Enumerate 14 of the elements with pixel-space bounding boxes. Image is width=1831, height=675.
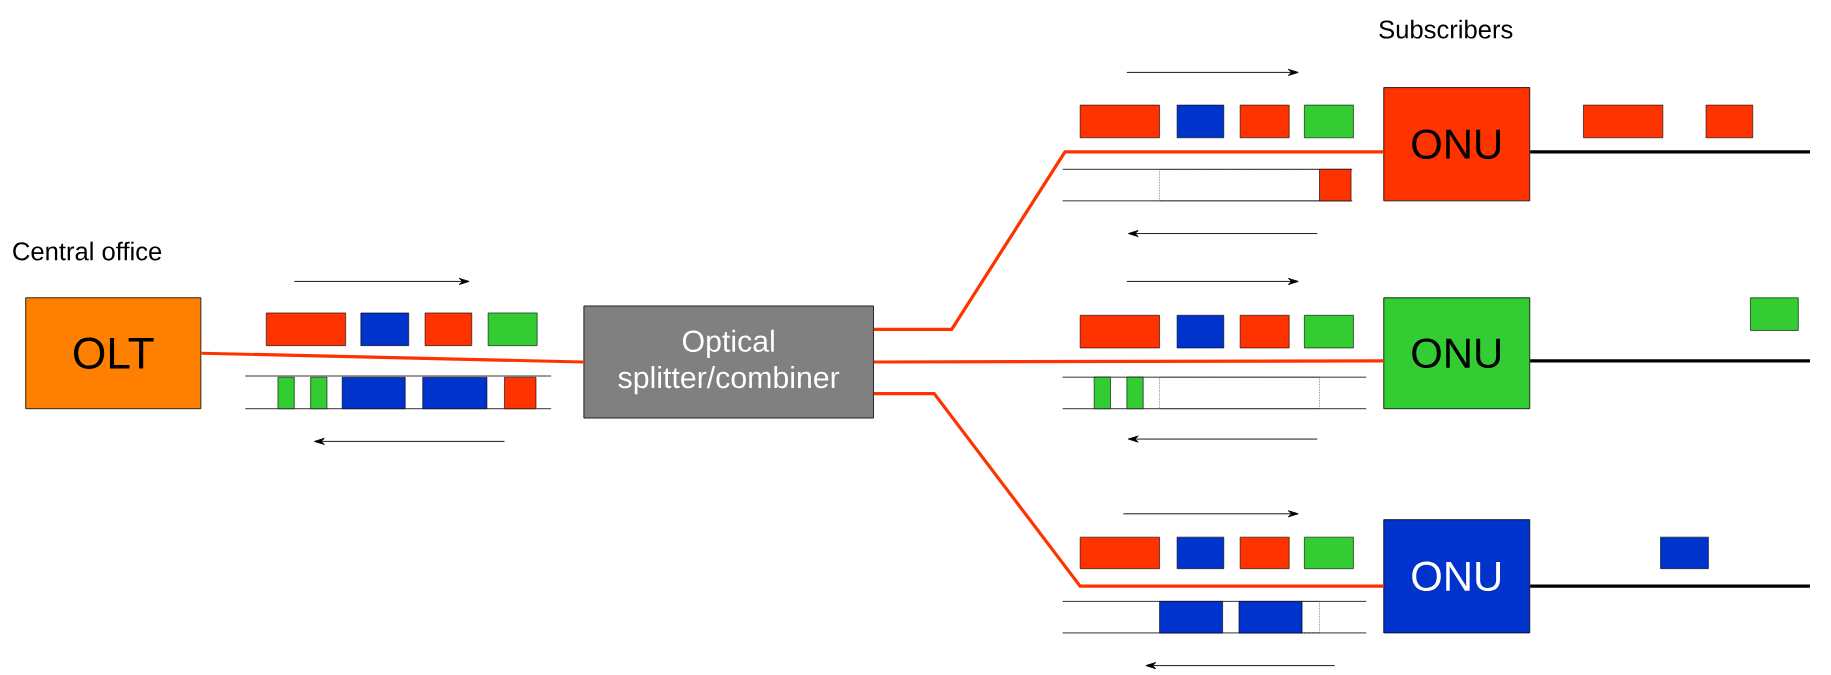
fiber-line: [1530, 359, 1810, 363]
terminal-box: ONU: [1383, 297, 1531, 410]
fiber-line: [873, 150, 1384, 331]
splitter-box: Optical splitter/combiner: [583, 305, 874, 419]
fiber-line: [1530, 150, 1810, 154]
fiber-line: [201, 351, 584, 364]
terminal-box: ONU: [1383, 519, 1531, 634]
fiber-line: [873, 359, 1384, 364]
fiber-line: [1530, 584, 1810, 588]
node-label: Central office: [13, 241, 162, 261]
terminal-box: OLT: [25, 297, 202, 410]
heading: Subscribers: [1379, 19, 1513, 39]
terminal-box: ONU: [1383, 87, 1531, 202]
fiber-line: [873, 391, 1384, 588]
